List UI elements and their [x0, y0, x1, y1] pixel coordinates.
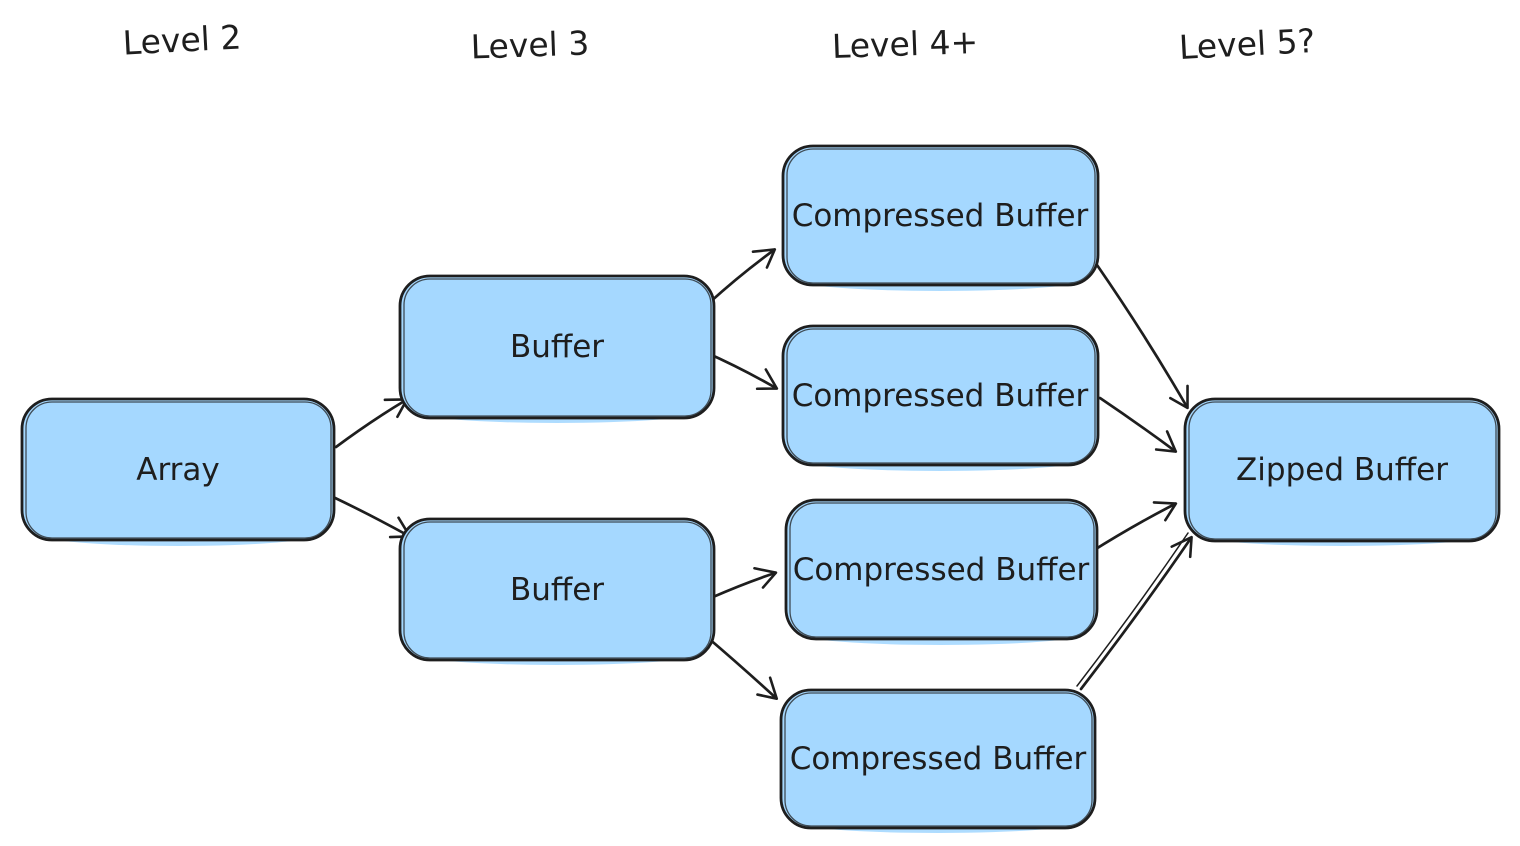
edge-buffer-bottom-to-compressed-buffer-3	[711, 566, 778, 599]
nodes: Array Buffer Buffer Compressed Buffer Co…	[20, 144, 1501, 833]
node-compressed-buffer-2-label: Compressed Buffer	[792, 378, 1089, 414]
node-compressed-buffer-4: Compressed Buffer	[779, 688, 1097, 833]
node-buffer-bottom-label: Buffer	[510, 572, 604, 608]
edge-buffer-top-to-compressed-buffer-2	[703, 350, 779, 391]
node-zipped-buffer: Zipped Buffer	[1183, 397, 1501, 546]
node-array-label: Array	[136, 452, 220, 488]
edge-array-to-buffer-top	[334, 398, 409, 449]
edge-compressed-buffer-3-to-zipped-buffer	[1089, 501, 1178, 554]
edge-buffer-bottom-to-compressed-buffer-4	[705, 635, 779, 700]
edge-array-to-buffer-bottom	[329, 494, 412, 539]
edge-compressed-buffer-4-to-zipped-buffer	[1076, 532, 1193, 691]
node-compressed-buffer-2: Compressed Buffer	[781, 324, 1100, 471]
column-label-level-2: Level 2	[122, 17, 242, 62]
node-compressed-buffer-3: Compressed Buffer	[784, 498, 1099, 645]
edges	[329, 248, 1193, 700]
node-zipped-buffer-label: Zipped Buffer	[1236, 452, 1448, 488]
node-compressed-buffer-3-label: Compressed Buffer	[793, 552, 1090, 588]
node-array: Array	[20, 397, 336, 546]
edge-buffer-top-to-compressed-buffer-1	[707, 248, 777, 305]
column-label-level-3: Level 3	[470, 23, 590, 66]
column-label-level-5: Level 5?	[1178, 21, 1316, 67]
edge-compressed-buffer-1-to-zipped-buffer	[1095, 263, 1189, 410]
node-compressed-buffer-1-label: Compressed Buffer	[792, 198, 1089, 234]
node-buffer-top-label: Buffer	[510, 329, 604, 365]
node-compressed-buffer-4-label: Compressed Buffer	[790, 741, 1087, 777]
node-buffer-top: Buffer	[398, 274, 716, 423]
node-compressed-buffer-1: Compressed Buffer	[781, 144, 1100, 291]
node-buffer-bottom: Buffer	[398, 517, 716, 665]
edge-compressed-buffer-2-to-zipped-buffer	[1098, 396, 1178, 453]
column-label-level-4: Level 4+	[831, 22, 979, 66]
column-labels: Level 2 Level 3 Level 4+ Level 5?	[122, 17, 1316, 67]
